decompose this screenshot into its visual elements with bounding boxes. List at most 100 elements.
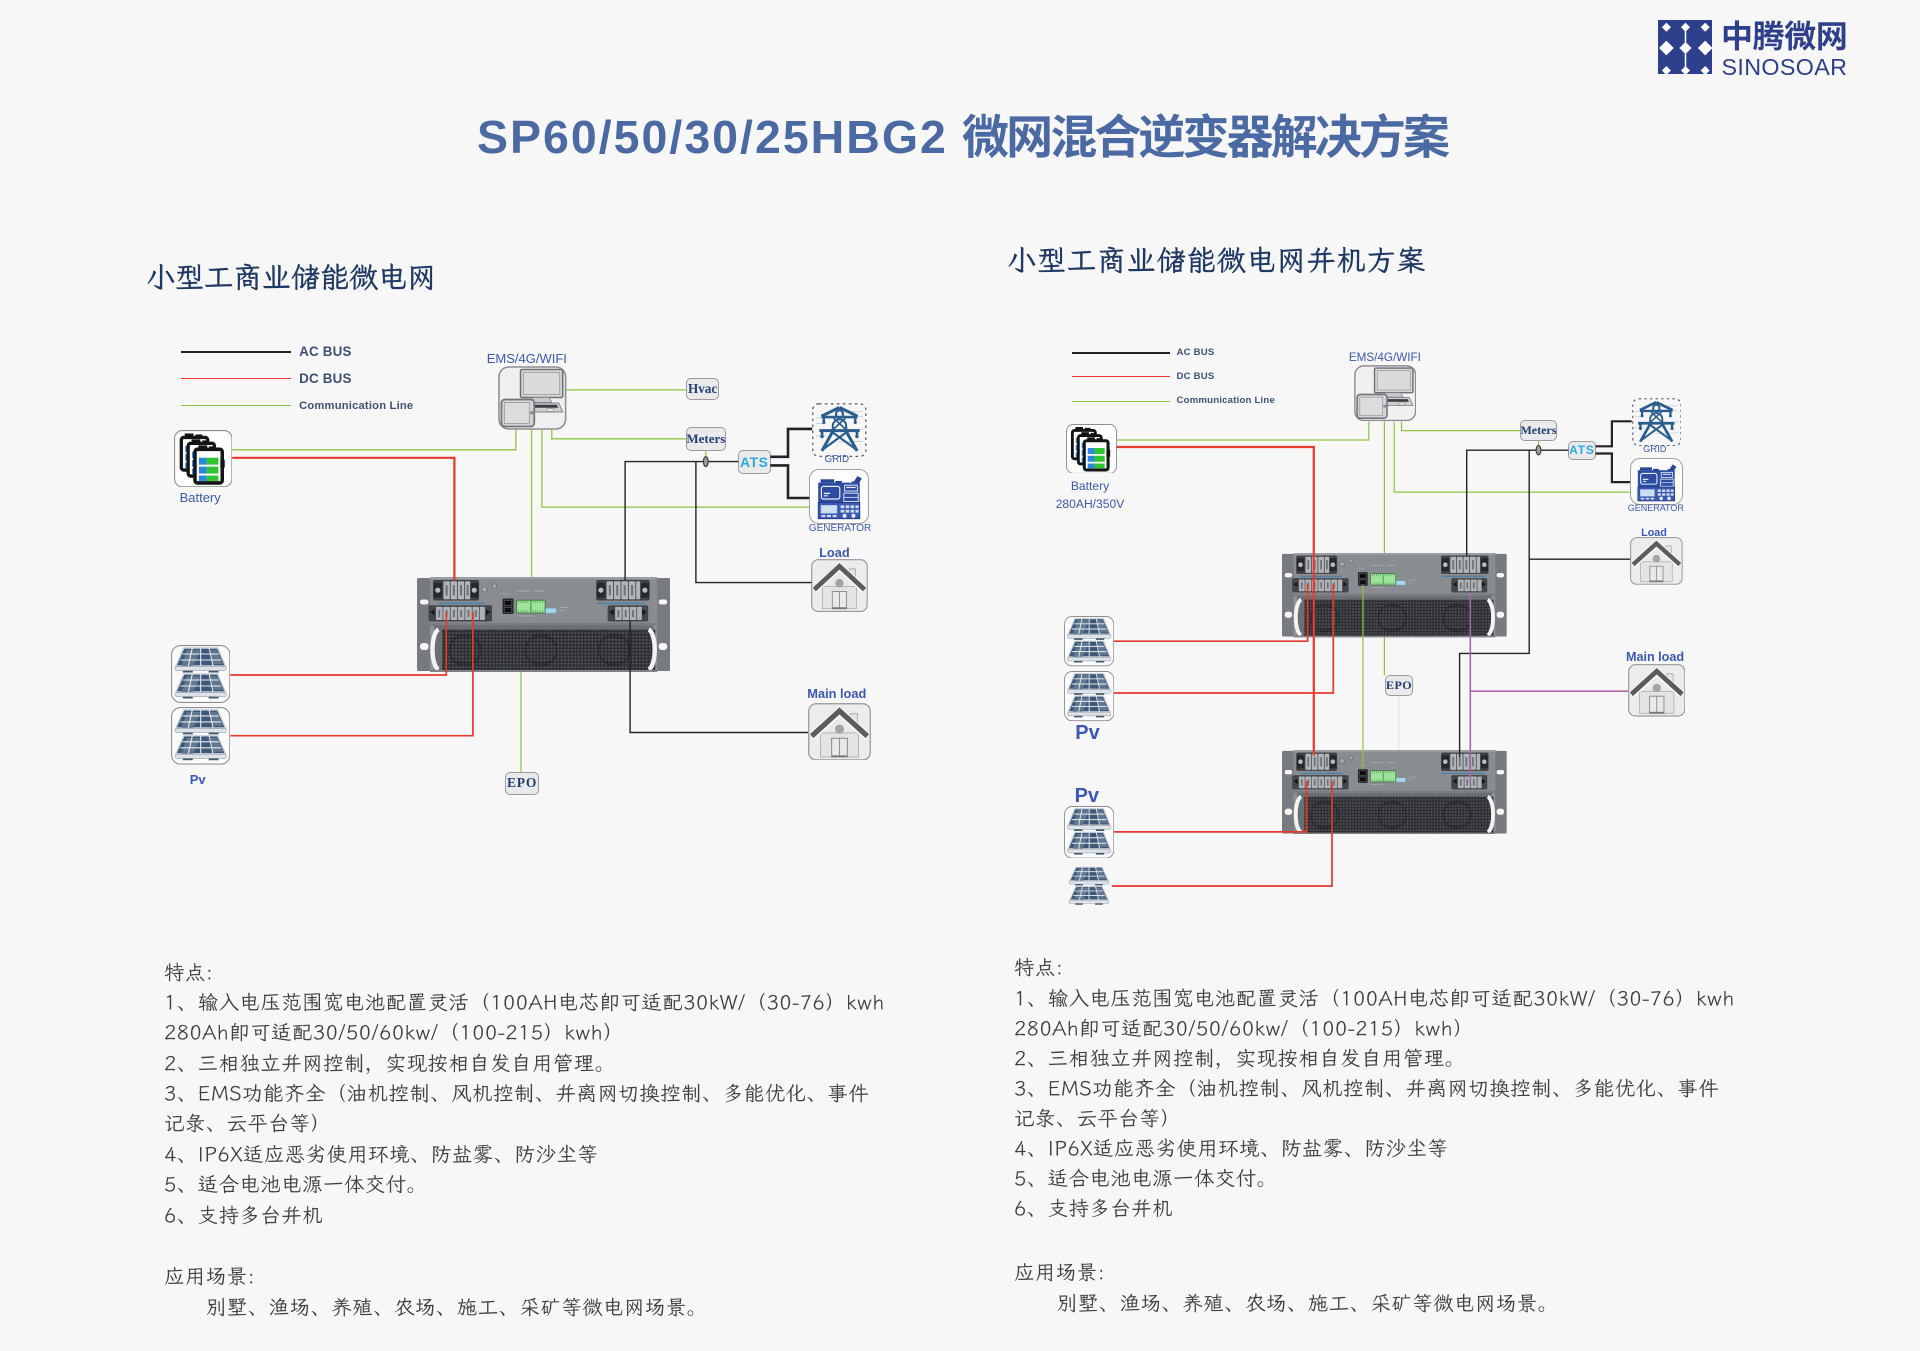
wire-comm-ems-generator-left: [541, 429, 809, 508]
ats-box-right: ATS: [1568, 441, 1596, 460]
features-line4-left: [164, 1083, 869, 1106]
ems-label-left: EMS/4G/WIFI: [486, 350, 567, 366]
left-legend-line-dc-bus: [181, 378, 291, 379]
generator-label-right: GENERATOR: [1627, 503, 1684, 514]
wire-dc-pv1a-inverter1-right: [1114, 584, 1309, 643]
epo-box-left: EPO: [505, 771, 540, 795]
logo-company-zh: [1721, 20, 1848, 56]
generator-label-left: GENERATOR: [808, 523, 872, 535]
wire-comm-ems-meters-right: [1400, 421, 1521, 432]
wire-ac-ats-grid-right: [1595, 420, 1632, 448]
features-line3-left: [164, 1052, 616, 1076]
wire-dc-pv1b-inverter1-right: [1114, 584, 1335, 694]
junction-oval-right: [1535, 444, 1542, 456]
epo-box-right: EPO: [1385, 675, 1414, 697]
battery-label-left: Battery: [179, 490, 221, 506]
right-legend-line-ac-bus: [1072, 352, 1170, 355]
wire-ac-ats-generator-right: [1595, 452, 1630, 484]
app-line-left: [206, 1297, 708, 1320]
right-legend-label-ac-bus: AC BUS: [1176, 347, 1215, 359]
meters-box-right-label: Meters: [1520, 423, 1557, 438]
grid-label-left: GRID: [824, 453, 850, 465]
epo-box-left-label: EPO: [506, 775, 538, 791]
right-legend-label-dc-bus: DC BUS: [1176, 370, 1215, 382]
ats-box-left: ATS: [738, 450, 771, 474]
features-line3-right: [1014, 1048, 1466, 1071]
left-legend-label-ac-bus: AC BUS: [299, 344, 352, 360]
features-line8-right: [1014, 1198, 1173, 1221]
left-legend-label-dc-bus: DC BUS: [299, 370, 352, 386]
features-line8-left: [164, 1205, 323, 1228]
pv-label-right-2: Pv: [1074, 784, 1100, 807]
grid-dashed-box-right: [1631, 398, 1682, 447]
battery-label-right: Battery: [1070, 478, 1110, 493]
wire-ac-inverter1-ats-right: [1466, 449, 1569, 556]
wire-dc-battery-inverter-left: [232, 456, 456, 581]
epo-box-right-label: EPO: [1385, 678, 1413, 693]
meters-box-left-label: Meters: [686, 430, 726, 446]
grid-label-right: GRID: [1643, 444, 1667, 455]
features-line2-left: [164, 1022, 624, 1045]
features-heading-left: [164, 962, 213, 985]
wire-comm-battery-ems-left: [232, 429, 517, 451]
right-legend-line-dc-bus: [1072, 375, 1170, 377]
app-heading-left: [164, 1266, 255, 1289]
wire-ac-ats-generator-left: [770, 464, 810, 500]
wire-ac-load-branch-left: [695, 461, 812, 584]
app-line-right: [1057, 1293, 1559, 1316]
junction-oval-left: [702, 456, 709, 468]
right-legend-label-comm: Communication Line: [1176, 395, 1275, 407]
wire-dc-pv2b-inverter2-right: [1112, 781, 1333, 887]
features-line5-left: [164, 1113, 331, 1136]
wire-dc-pv1-inverter-left: [230, 612, 448, 676]
wire-comm-battery-ems-right: [1117, 421, 1370, 441]
ats-box-left-label: ATS: [740, 454, 769, 471]
wire-ac-inverter-mainload-left: [629, 620, 808, 734]
battery-spec-right: 280AH/350V: [1055, 496, 1125, 511]
left-legend-line-communication-line: [181, 405, 291, 407]
features-heading-right: [1014, 957, 1063, 980]
hvac-box-left: Hvac: [686, 378, 719, 401]
left-legend-label-comm: Communication Line: [299, 400, 414, 413]
mainload-label-right: Main load: [1625, 649, 1685, 664]
right-diagram-heading: [1007, 246, 1426, 278]
meters-box-right: Meters: [1520, 420, 1557, 441]
wire-dc-pv2-inverter-left: [230, 612, 474, 737]
wire-comm-ems-meters-left: [551, 429, 686, 440]
pv-label-left: Pv: [189, 771, 206, 787]
features-line2-right: [1014, 1018, 1474, 1041]
meters-box-left: Meters: [685, 427, 726, 451]
wire-dc-battery-inverters-right: [1117, 445, 1315, 756]
wire-ac-branch-right: [1458, 450, 1530, 757]
left-legend-line-ac-bus: [181, 351, 291, 354]
features-line7-left: [164, 1174, 428, 1197]
wire-ac-ats-grid-left: [770, 427, 813, 459]
app-heading-right: [1014, 1262, 1105, 1285]
wire-comm-ems-generator-right: [1393, 421, 1630, 493]
hvac-box-left-label: Hvac: [687, 381, 718, 397]
wire-dc-pv2a-inverter2-right: [1114, 781, 1308, 833]
load-label-left: Load: [819, 545, 850, 561]
logo: [1658, 20, 1713, 79]
features-line6-left: [164, 1144, 598, 1167]
features-line1-left: [164, 992, 885, 1015]
logo-mark-icon: [1658, 20, 1713, 76]
ems-label-right: EMS/4G/WIFI: [1348, 351, 1421, 365]
mainload-label-left: Main load: [807, 686, 867, 702]
ats-box-right-label: ATS: [1569, 443, 1595, 458]
right-legend-line-communication-line: [1072, 401, 1170, 402]
load-label-right: Load: [1641, 526, 1667, 539]
page-title-zh: [962, 113, 1450, 166]
features-line4-right: [1014, 1078, 1719, 1101]
wire-ac-inverter-ats-left: [624, 460, 739, 580]
pv-label-right-1: Pv: [1075, 722, 1100, 745]
left-diagram-heading: [146, 263, 437, 295]
grid-dashed-box-left: [812, 403, 867, 458]
logo-company-en: SINOSOAR: [1721, 53, 1848, 80]
features-line5-right: [1014, 1108, 1181, 1131]
features-line7-right: [1014, 1168, 1278, 1191]
features-line1-right: [1014, 988, 1735, 1011]
